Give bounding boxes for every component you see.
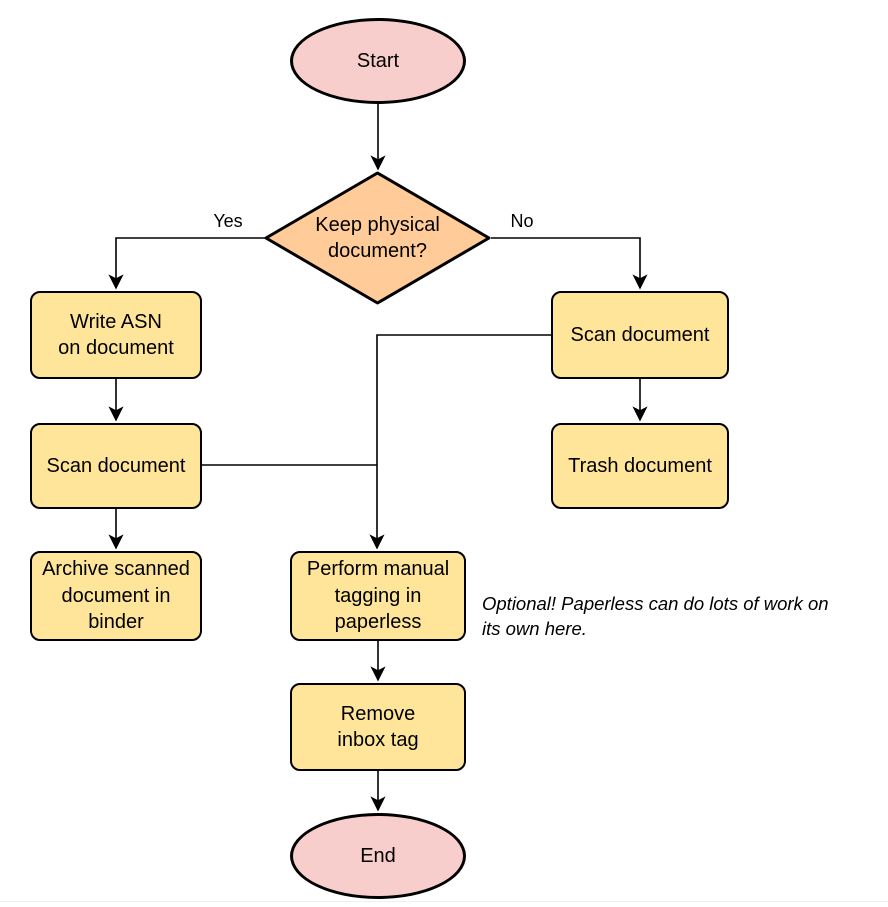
node-remove-inbox-tag: Remove inbox tag [290,683,466,771]
annotation-optional-paperless: Optional! Paperless can do lots of work … [482,593,829,639]
edge-label-no: No [510,211,534,231]
node-start: Start [290,18,466,104]
node-start-label: Start [356,49,400,72]
node-scan-right-label: Scan document [570,323,710,346]
bottom-divider [0,901,888,902]
node-end: End [290,813,466,899]
node-remove-inbox-label: Remove inbox tag [337,702,419,751]
node-decision-keep-physical-document: Keep physical document? [262,170,493,306]
node-write-asn-on-document: Write ASN on document [30,291,202,379]
node-trash-label: Trash document [568,454,712,477]
diamond-shape [264,171,491,305]
node-scan-left-label: Scan document [46,454,186,477]
edge-decision-no [491,237,648,290]
node-scan-document-left: Scan document [30,423,202,509]
edge-label-yes: Yes [213,211,243,231]
node-perform-manual-tagging: Perform manual tagging in paperless [290,551,466,641]
node-archive-label: Archive scanned document in binder [42,558,190,634]
node-archive-scanned-document: Archive scanned document in binder [30,551,202,641]
node-tagging-label: Perform manual tagging in paperless [306,558,450,634]
node-scan-document-right: Scan document [551,291,729,379]
node-trash-document: Trash document [551,423,729,509]
node-end-label: End [360,844,396,867]
edge-scanright-tagging [369,334,551,550]
edge-decision-yes [108,237,265,290]
node-decision-label: Keep physical document? [315,213,440,262]
node-write-asn-label: Write ASN on document [58,310,174,359]
